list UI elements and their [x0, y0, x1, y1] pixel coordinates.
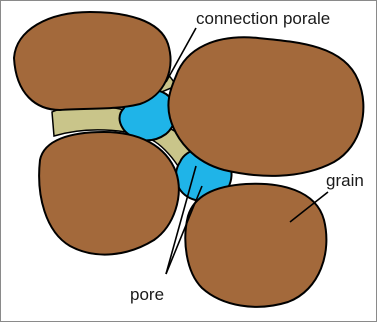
grain-bottom-right [185, 184, 326, 307]
label-connection-porale: connection porale [196, 9, 330, 28]
grain-top-left [14, 12, 170, 110]
grain-top-right [168, 37, 363, 176]
label-grain: grain [326, 171, 364, 190]
label-pore: pore [130, 285, 164, 304]
grain-bottom-left [39, 132, 179, 255]
